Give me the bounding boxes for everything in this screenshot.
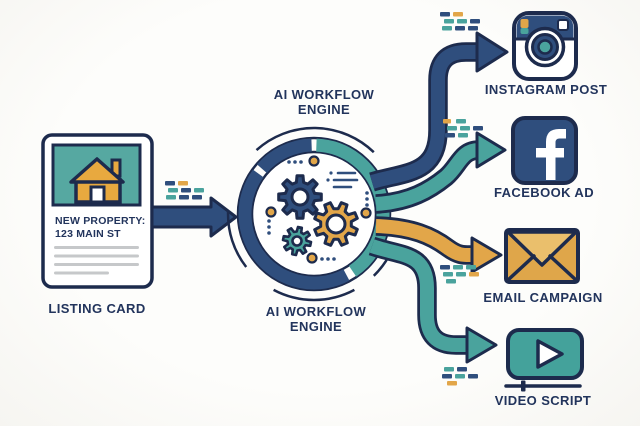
- data-bits-video: [442, 367, 478, 386]
- email-icon: [504, 228, 580, 284]
- house-icon: [69, 157, 125, 204]
- engine-label-bottom-line1: AI WORKFLOW: [265, 304, 367, 319]
- list-icon: [332, 171, 359, 189]
- engine-label-top-line2: ENGINE: [297, 102, 351, 117]
- engine-label-top-line1: AI WORKFLOW: [273, 87, 375, 102]
- output-arrows: [368, 31, 509, 364]
- instagram-lens: [537, 39, 553, 55]
- data-bits-input: [165, 181, 204, 200]
- data-bits-instagram: [440, 12, 480, 31]
- card-heading: NEW PROPERTY: 123 MAIN ST: [55, 215, 146, 240]
- facebook-f: [536, 148, 564, 158]
- data-bits-branches: [440, 12, 483, 386]
- gears: [277, 174, 359, 257]
- arrow-email: [375, 216, 503, 274]
- card-text-lines: [54, 246, 139, 275]
- envelope-flap: [506, 230, 578, 267]
- card-heading-line1: NEW PROPERTY:: [55, 215, 146, 227]
- instagram-label: INSTAGRAM POST: [484, 82, 608, 97]
- email-label: EMAIL CAMPAIGN: [483, 290, 603, 305]
- engine-label-bottom: AI WORKFLOW ENGINE: [266, 304, 366, 334]
- data-bits-facebook: [443, 119, 483, 138]
- ai-engine-circle: [226, 126, 392, 302]
- instagram-flash: [557, 19, 569, 31]
- facebook-label: FACEBOOK AD: [494, 185, 594, 200]
- engine-label-bottom-line2: ENGINE: [289, 319, 343, 334]
- timeline-marker: [521, 380, 526, 392]
- arrow-video: [368, 236, 498, 364]
- video-label: VIDEO SCRIPT: [494, 393, 592, 408]
- engine-label-top: AI WORKFLOW ENGINE: [274, 87, 374, 117]
- listing-card-label: LISTING CARD: [48, 301, 146, 316]
- input-arrow: [150, 196, 238, 238]
- play-icon: [536, 339, 564, 369]
- instagram-icon: [512, 11, 578, 81]
- instagram-stripe: [520, 19, 529, 28]
- video-icon: [504, 328, 584, 392]
- facebook-icon: [511, 116, 578, 185]
- arrow-instagram: [369, 31, 509, 192]
- engine-decor: [265, 155, 372, 264]
- card-heading-line2: 123 MAIN ST: [55, 227, 121, 240]
- arrow-facebook: [375, 131, 507, 214]
- listing-card: [41, 133, 154, 289]
- data-bits-email: [440, 265, 479, 284]
